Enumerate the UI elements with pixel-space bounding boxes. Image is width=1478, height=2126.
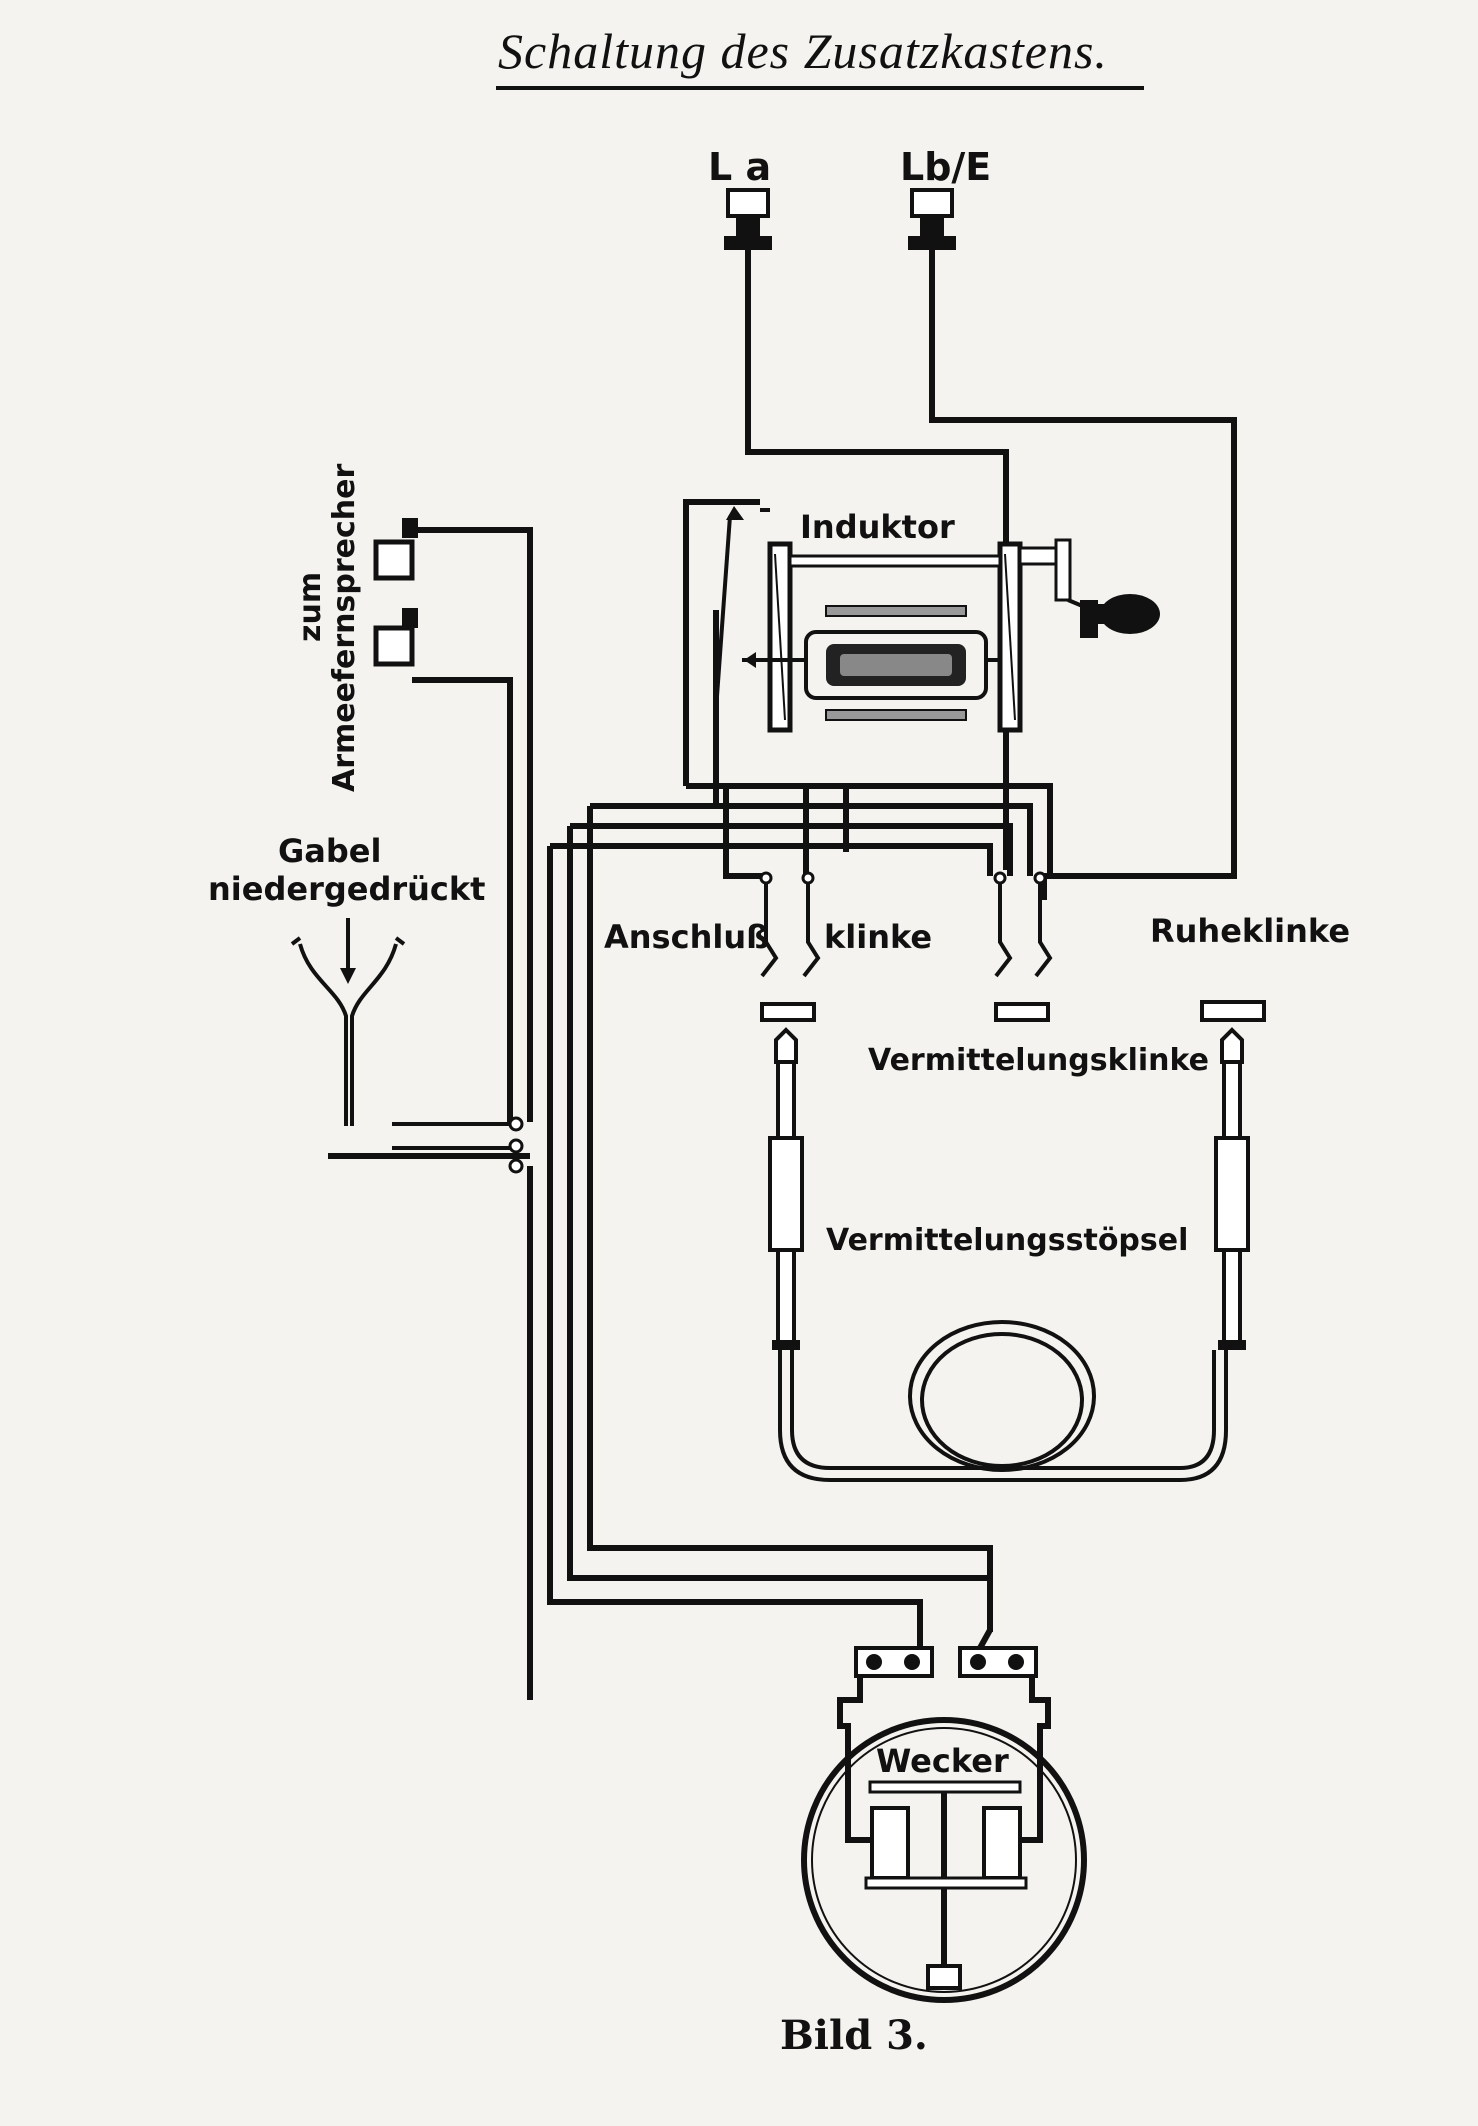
armeefernsprecher-sockets xyxy=(373,518,418,667)
zum-label: zum xyxy=(293,572,328,642)
terminal-lb-e xyxy=(908,188,956,250)
vermittelungsklinke xyxy=(993,871,1053,1022)
title-underline xyxy=(496,86,1144,90)
vermittelungsstoepsel-label: Vermittelungsstöpsel xyxy=(826,1223,1188,1258)
anschluss-label: Anschluß xyxy=(604,918,769,956)
stoepsel-cord xyxy=(778,1320,1228,1482)
terminal-la-label: L a xyxy=(708,145,771,189)
wecker xyxy=(801,1646,1087,2003)
wecker-label: Wecker xyxy=(876,1742,1009,1780)
niedergedrueckt-label: niedergedrückt xyxy=(208,870,485,908)
ruheklinke xyxy=(1200,1000,1266,1022)
wire-induktor-a xyxy=(683,499,760,786)
wire-bus xyxy=(550,783,1053,879)
anschlussklinke xyxy=(759,871,821,1022)
figure-caption: Bild 3. xyxy=(780,2012,928,2059)
terminal-lb-e-label: Lb/E xyxy=(900,145,991,189)
vermittelungsstoepsel-right xyxy=(1214,1027,1250,1350)
wire-lb xyxy=(929,250,1237,900)
wire-wecker-c xyxy=(587,806,993,1632)
wire-wecker-a xyxy=(547,846,923,1648)
induktor xyxy=(714,506,1160,733)
gabel-label: Gabel xyxy=(278,832,381,870)
gabel-hook xyxy=(290,918,530,1174)
induktor-label: Induktor xyxy=(800,508,955,546)
wire-fernsprecher-a xyxy=(412,527,533,1122)
vermittelungsstoepsel-left xyxy=(768,1027,804,1350)
armeefernsprecher-label: Armeefernsprecher xyxy=(327,464,362,792)
klinke-label: klinke xyxy=(824,918,932,956)
terminal-la xyxy=(724,188,772,250)
page-title: Schaltung des Zusatzkastens. xyxy=(498,23,1108,79)
wire-fernsprecher-b xyxy=(412,677,513,1122)
ruheklinke-label: Ruheklinke xyxy=(1150,912,1350,950)
vermittelungsklinke-label: Vermittelungsklinke xyxy=(868,1043,1209,1078)
